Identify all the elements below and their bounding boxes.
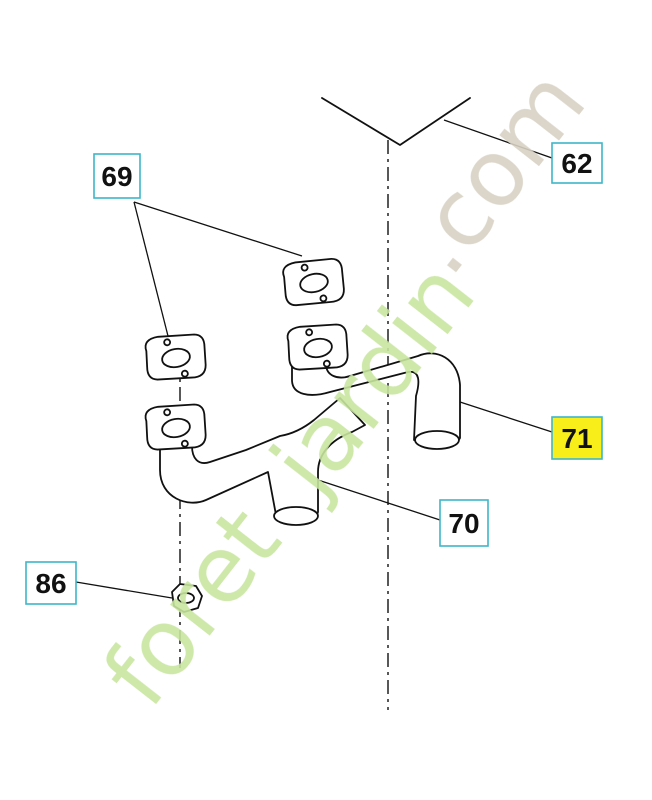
nut-part-86 [171, 583, 203, 613]
leader-86 [75, 581, 173, 599]
flange-part-70 [144, 403, 207, 451]
part-70-pipe [159, 397, 366, 526]
flange-part-71 [286, 323, 349, 371]
label-70-text: 70 [448, 508, 479, 539]
label-62-text: 62 [561, 148, 592, 179]
label-69-text: 69 [101, 161, 132, 192]
label-62: 62 [551, 142, 603, 184]
leader-69-b [133, 201, 169, 337]
leader-69-a [133, 201, 303, 257]
label-86: 86 [25, 561, 77, 605]
leader-62 [443, 119, 553, 159]
label-69: 69 [93, 153, 141, 199]
label-86-text: 86 [35, 568, 66, 599]
label-71: 71 [551, 416, 603, 460]
part-71-pipe [291, 349, 461, 450]
leader-71 [459, 401, 553, 433]
gasket-upper-right [282, 257, 345, 307]
part-62-outline [321, 97, 471, 146]
label-71-text: 71 [561, 423, 592, 454]
label-70: 70 [439, 499, 489, 547]
watermark-foret: foret [83, 489, 301, 726]
leader-70 [317, 479, 441, 521]
watermark: foret jardin .com [83, 50, 606, 726]
gasket-upper-left [144, 333, 207, 381]
